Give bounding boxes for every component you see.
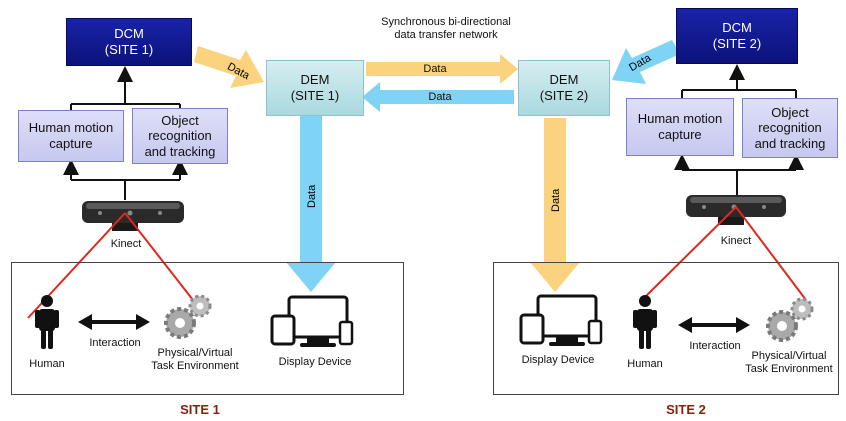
kinect-site1-label: Kinect: [110, 238, 142, 250]
human-site2-label: Human: [627, 358, 663, 370]
display2-icon: [519, 294, 603, 346]
dem2-to-display-arrow: [530, 118, 580, 292]
dem2-to-dem1-label: Data: [428, 91, 452, 103]
gears1-icon: [164, 294, 212, 339]
site1-frame: [11, 262, 404, 395]
display-site2-label: Display Device: [521, 354, 595, 366]
site2-frame: [493, 262, 839, 395]
interaction-site1-label: Interaction: [89, 337, 141, 349]
interaction1-arrow: [78, 314, 150, 330]
dcm1-to-dem1-arrow: [194, 46, 264, 88]
kinect2-icon: [686, 195, 786, 225]
display1-data-label: Data: [306, 184, 318, 208]
dem1-to-dem2-arrow: [366, 54, 518, 84]
dcm-site2-box: DCM(SITE 2): [676, 8, 798, 64]
network-label: Synchronous bi-directional data transfer…: [381, 16, 511, 41]
dcm2-to-dem2-arrow: [612, 40, 680, 84]
interaction2-arrow: [678, 317, 750, 333]
display2-data-label: Data: [550, 188, 562, 212]
interaction-site2-label: Interaction: [689, 340, 741, 352]
gears2-icon: [766, 297, 814, 342]
site1-title: SITE 1: [180, 402, 220, 417]
human1-icon: [35, 295, 59, 349]
site1-connectors: [63, 66, 188, 200]
display1-icon: [270, 295, 354, 347]
display-site1-label: Display Device: [278, 356, 352, 368]
dem1-to-dem2-label: Data: [423, 63, 447, 75]
human2-icon: [633, 295, 657, 349]
dcm-site1-box: DCM(SITE 1): [66, 18, 192, 66]
dem-site1-box: DEM(SITE 1): [266, 60, 364, 116]
dem1-to-display-arrow: [286, 116, 336, 292]
kinect-site2-label: Kinect: [720, 235, 752, 247]
dem2-to-dem1-arrow: [362, 82, 514, 112]
site2-title: SITE 2: [666, 402, 706, 417]
human-site1-label: Human: [29, 358, 65, 370]
kinect1-icon: [82, 201, 184, 231]
dem-site2-box: DEM(SITE 2): [518, 60, 610, 116]
site2-connectors: [674, 64, 804, 195]
